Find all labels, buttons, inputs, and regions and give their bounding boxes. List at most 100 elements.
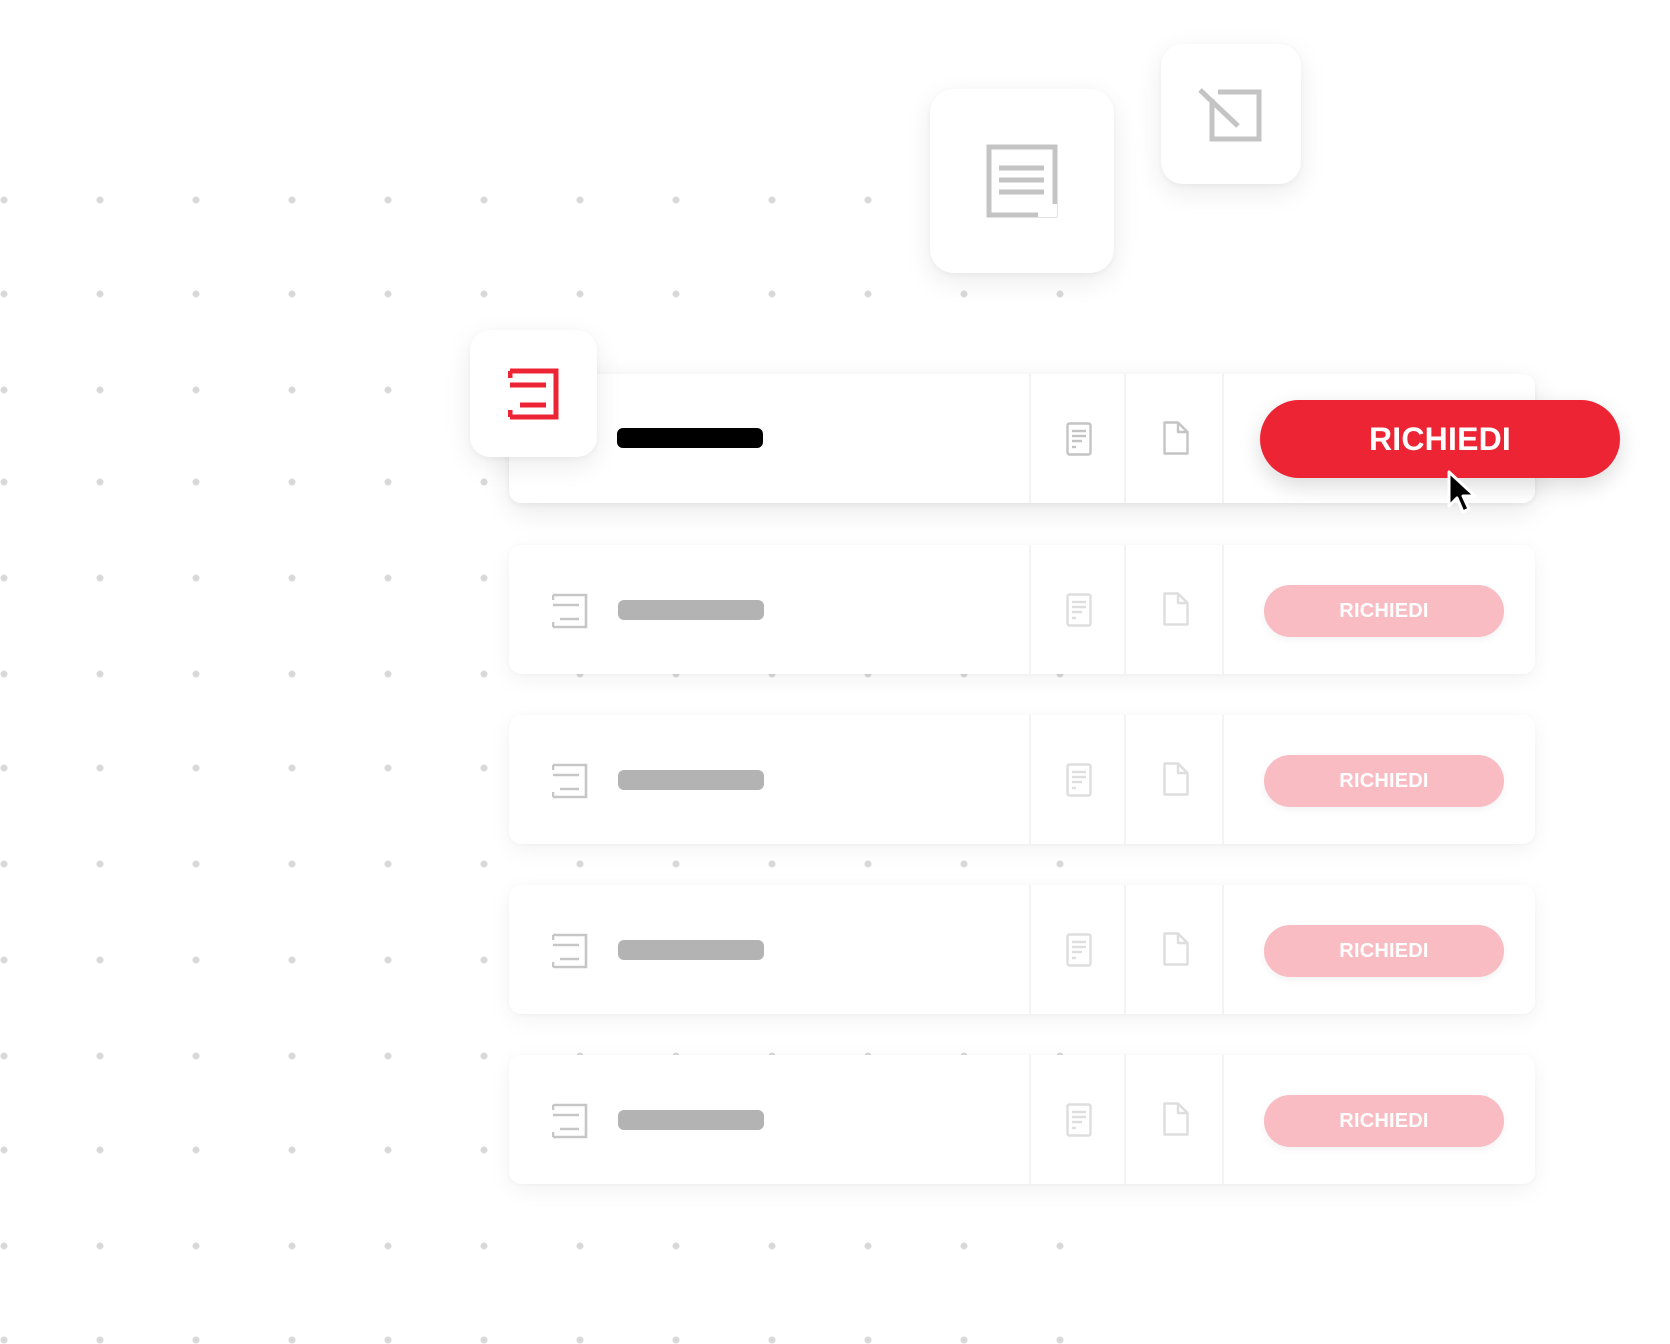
grid-dot [192, 386, 200, 394]
richiedi-button[interactable]: RICHIEDI [1264, 585, 1504, 637]
grid-dot [480, 764, 488, 772]
grid-dot [192, 290, 200, 298]
grid-dot [576, 196, 584, 204]
grid-dot [192, 574, 200, 582]
grid-dot [96, 1336, 104, 1344]
grid-dot [0, 290, 8, 298]
grid-dot [768, 290, 776, 298]
document-detail-icon[interactable] [1066, 422, 1092, 456]
logo-icon [552, 933, 588, 969]
grid-dot [192, 670, 200, 678]
document-detail-icon[interactable] [1066, 763, 1092, 797]
grid-dot [480, 1146, 488, 1154]
grid-dot [0, 1052, 8, 1060]
name-placeholder-bar [618, 1110, 764, 1130]
logo-card [470, 330, 597, 457]
column-divider [1222, 374, 1224, 503]
grid-dot [0, 1242, 8, 1250]
grid-dot [960, 290, 968, 298]
grid-dot [288, 860, 296, 868]
column-divider [1222, 545, 1224, 674]
column-divider [1124, 545, 1126, 674]
column-divider [1029, 545, 1031, 674]
document-detail-icon[interactable] [1066, 933, 1092, 967]
grid-dot [0, 1336, 8, 1344]
red-logo-icon [507, 368, 558, 419]
grid-dot [96, 290, 104, 298]
resize-arrow-icon [1198, 88, 1262, 142]
file-icon[interactable] [1163, 421, 1189, 455]
grid-dot [864, 1336, 872, 1344]
name-placeholder-bar [618, 940, 764, 960]
name-placeholder-bar [618, 600, 764, 620]
grid-dot [384, 764, 392, 772]
resize-card [1161, 44, 1301, 184]
grid-dot [384, 1146, 392, 1154]
grid-dot [480, 574, 488, 582]
grid-dot [576, 860, 584, 868]
file-icon[interactable] [1163, 1102, 1189, 1136]
grid-dot [192, 1146, 200, 1154]
column-divider [1029, 885, 1031, 1014]
richiedi-button[interactable]: RICHIEDI [1264, 925, 1504, 977]
richiedi-button[interactable]: RICHIEDI [1264, 755, 1504, 807]
grid-dot [864, 196, 872, 204]
grid-dot [192, 196, 200, 204]
grid-dot [96, 1146, 104, 1154]
file-icon[interactable] [1163, 762, 1189, 796]
grid-dot [480, 1336, 488, 1344]
grid-dot [384, 670, 392, 678]
request-row: RICHIEDI [509, 715, 1535, 844]
grid-dot [960, 860, 968, 868]
grid-dot [0, 196, 8, 204]
grid-dot [384, 478, 392, 486]
column-divider [1222, 885, 1224, 1014]
grid-dot [192, 1052, 200, 1060]
grid-dot [576, 1336, 584, 1344]
grid-dot [480, 670, 488, 678]
richiedi-button[interactable]: RICHIEDI [1264, 1095, 1504, 1147]
grid-dot [96, 386, 104, 394]
grid-dot [672, 290, 680, 298]
logo-icon [552, 593, 588, 629]
document-detail-icon[interactable] [1066, 593, 1092, 627]
grid-dot [384, 290, 392, 298]
grid-dot [0, 956, 8, 964]
grid-dot [192, 956, 200, 964]
grid-dot [960, 1336, 968, 1344]
column-divider [1029, 715, 1031, 844]
file-icon[interactable] [1163, 592, 1189, 626]
column-divider [1124, 1055, 1126, 1184]
grid-dot [672, 196, 680, 204]
grid-dot [96, 574, 104, 582]
grid-dot [288, 478, 296, 486]
grid-dot [576, 290, 584, 298]
name-placeholder-bar [618, 770, 764, 790]
grid-dot [768, 860, 776, 868]
grid-dot [672, 860, 680, 868]
grid-dot [192, 1242, 200, 1250]
grid-dot [384, 196, 392, 204]
grid-dot [384, 860, 392, 868]
document-detail-icon[interactable] [1066, 1103, 1092, 1137]
grid-dot [768, 196, 776, 204]
document-card [930, 89, 1114, 273]
file-icon[interactable] [1163, 932, 1189, 966]
grid-dot [960, 1242, 968, 1250]
column-divider [1029, 374, 1031, 503]
grid-dot [864, 1242, 872, 1250]
grid-dot [1056, 860, 1064, 868]
grid-dot [1056, 290, 1064, 298]
grid-dot [480, 1052, 488, 1060]
grid-dot [384, 1052, 392, 1060]
grid-dot [384, 386, 392, 394]
grid-dot [288, 1146, 296, 1154]
grid-dot [480, 956, 488, 964]
grid-dot [96, 956, 104, 964]
grid-dot [0, 386, 8, 394]
grid-dot [288, 386, 296, 394]
column-divider [1222, 1055, 1224, 1184]
column-divider [1124, 715, 1126, 844]
grid-dot [864, 860, 872, 868]
richiedi-button[interactable]: RICHIEDI [1260, 400, 1620, 478]
